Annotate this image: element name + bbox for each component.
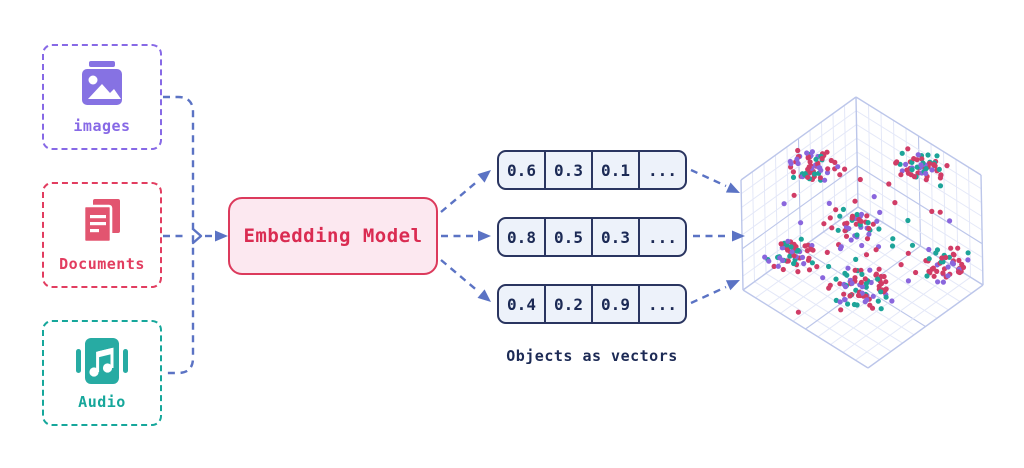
vector-cell-ellipsis: ... — [638, 219, 685, 255]
vector-cell: 0.8 — [507, 227, 536, 247]
source-label-images: images — [73, 116, 131, 135]
vector-cell: 0.3 — [591, 219, 638, 255]
vector-cell: 0.4 — [507, 294, 536, 314]
embedding-model-box: Embedding Model — [228, 197, 438, 275]
vector-row-1: 0.6 0.3 0.1 ... — [497, 150, 687, 190]
vector1-to-space-line — [690, 168, 727, 188]
vector-cell: 0.2 — [544, 286, 591, 322]
vector-cell: 0.5 — [544, 219, 591, 255]
vector-cell: 0.9 — [591, 286, 638, 322]
embedding-space-plot — [740, 96, 984, 369]
source-box-audio: Audio — [42, 320, 162, 426]
embedding-model-label: Embedding Model — [243, 225, 423, 247]
documents-icon — [82, 198, 120, 243]
source-label-documents: Documents — [59, 254, 145, 273]
audio-icon — [76, 337, 128, 384]
vector-cell: 0.3 — [544, 152, 591, 188]
vector-row-3: 0.4 0.2 0.9 ... — [497, 284, 687, 324]
model-to-vector3-line — [440, 259, 480, 293]
vector-row-2: 0.8 0.5 0.3 ... — [497, 217, 687, 257]
vector-cell-ellipsis: ... — [638, 286, 685, 322]
source-box-documents: Documents — [42, 182, 162, 288]
vector-cell: 0.1 — [591, 152, 638, 188]
model-to-vector2-arrowhead — [478, 230, 491, 242]
merge-junction-chevron — [191, 227, 203, 245]
source-box-images: images — [42, 44, 162, 150]
sources-merge-line — [163, 95, 195, 375]
model-to-vector1-line — [440, 179, 480, 213]
model-to-vector1-arrowhead — [477, 170, 491, 183]
images-icon — [82, 60, 122, 105]
vectors-caption: Objects as vectors — [506, 347, 678, 365]
vector-cell-ellipsis: ... — [638, 152, 685, 188]
model-input-arrowhead — [215, 230, 228, 242]
vector3-to-space-line — [690, 285, 727, 305]
model-to-vector3-arrowhead — [477, 289, 491, 302]
source-label-audio: Audio — [78, 392, 126, 411]
vector-cell: 0.6 — [507, 160, 536, 180]
